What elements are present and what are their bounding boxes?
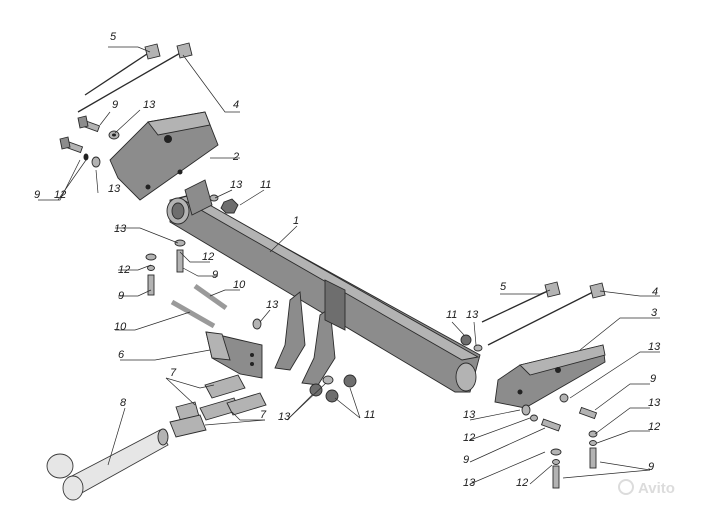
callout-12-mid-right: 12: [202, 251, 214, 263]
callout-11-bar: 11: [260, 179, 271, 191]
left-mounting-plate: [109, 111, 219, 201]
callout-13-bottom-a: 13: [463, 409, 476, 421]
callout-12-left: 12: [54, 189, 66, 201]
callout-9-top: 9: [112, 99, 118, 111]
cable-ties-left: [77, 42, 193, 113]
watermark-text: Avito: [638, 480, 675, 497]
callout-9-mid-left: 9: [118, 290, 124, 302]
callout-13-mid: 13: [114, 223, 127, 235]
left-fasteners: [59, 115, 262, 330]
callout-13-bar: 13: [230, 179, 243, 191]
callout-11-right: 11: [446, 309, 457, 321]
callout-13-left: 13: [108, 183, 121, 195]
callout-11-center: 11: [364, 409, 375, 421]
clamp-plates: [169, 374, 267, 438]
callout-9-left: 9: [34, 189, 40, 201]
callout-12-bottom-a: 12: [463, 432, 475, 444]
callout-4-left: 4: [233, 99, 239, 111]
callout-1: 1: [293, 215, 299, 227]
socket-bracket: [205, 331, 263, 379]
crossbar: [166, 179, 481, 393]
callout-13-socket: 13: [266, 299, 279, 311]
right-mounting-plate: [494, 344, 606, 409]
callout-5-right: 5: [500, 281, 507, 293]
callout-12-mid-left: 12: [118, 264, 130, 276]
callout-7-right: 7: [260, 409, 267, 421]
callout-9-mid-right: 9: [212, 269, 218, 281]
callout-9-bottom-a: 9: [463, 454, 469, 466]
callout-13-center: 13: [278, 411, 291, 423]
cable-ties-right: [481, 281, 606, 346]
callout-13-right-side: 13: [648, 341, 661, 353]
callout-10-upper: 10: [233, 279, 246, 291]
callout-5-left: 5: [110, 31, 117, 43]
callout-8: 8: [120, 397, 127, 409]
callout-9-right-upper: 9: [650, 373, 656, 385]
leader-lines: [38, 46, 660, 485]
callout-4-right: 4: [652, 286, 658, 298]
avito-watermark: Avito: [618, 479, 675, 497]
callout-2: 2: [232, 151, 239, 163]
callout-13-right-mid: 13: [648, 397, 661, 409]
callout-9-bottom-right: 9: [648, 461, 654, 473]
callout-10-lower: 10: [114, 321, 127, 333]
callout-13-top: 13: [143, 99, 156, 111]
callout-6: 6: [118, 349, 125, 361]
right-fasteners: [309, 334, 598, 489]
callout-labels: 5 4 9 13 2 9 12 13 13 11 1 13 12 9 12 9 …: [34, 31, 661, 489]
callout-7-left: 7: [170, 367, 177, 379]
tow-ball: [46, 428, 169, 501]
callout-12-bottom-b: 12: [516, 477, 528, 489]
callout-12-right-mid: 12: [648, 421, 660, 433]
callout-13-right-top: 13: [466, 309, 479, 321]
callout-13-bottom-b: 13: [463, 477, 476, 489]
callout-3: 3: [651, 307, 658, 319]
